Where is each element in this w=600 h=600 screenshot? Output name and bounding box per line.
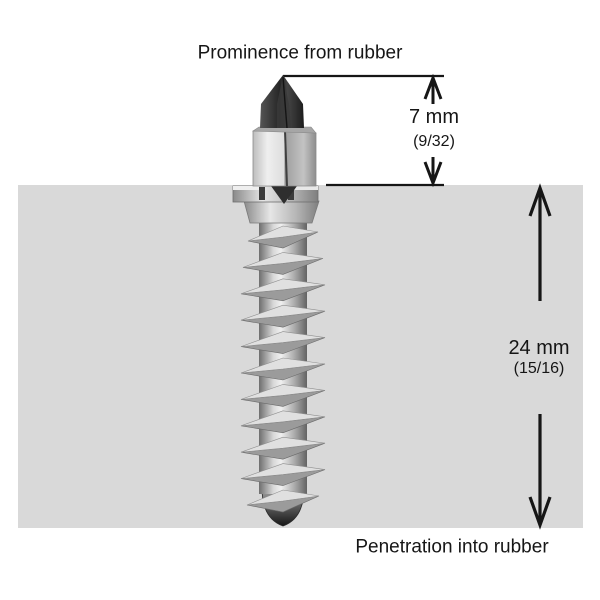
stud-flange-slot-left xyxy=(259,187,265,200)
penetration-imperial-value: (15/16) xyxy=(513,360,565,377)
stud-thread-ridge-top xyxy=(240,304,326,321)
stud-hex-body xyxy=(252,126,317,187)
stud-hex-edge xyxy=(284,130,288,187)
stud-collar xyxy=(243,200,320,224)
tire-stud xyxy=(232,75,326,527)
penetration-dimension xyxy=(528,183,552,530)
penetration-up-arrow-icon xyxy=(528,183,552,301)
prominence-dimension xyxy=(283,73,444,188)
stud-carbide-pin xyxy=(260,75,304,129)
penetration-down-arrow-icon xyxy=(528,414,552,530)
stud-hex-right-face xyxy=(284,130,317,187)
penetration-metric-value: 24 mm xyxy=(508,337,570,359)
stud-flange-notch xyxy=(271,186,297,204)
stud-right-wing-highlight xyxy=(293,186,318,190)
prominence-label: Prominence from rubber xyxy=(197,42,403,64)
stud-flange xyxy=(232,185,319,204)
stud-hex-top xyxy=(252,126,317,134)
stud-thread-ridge-top xyxy=(240,357,326,374)
penetration-label: Penetration into rubber xyxy=(355,536,549,558)
prominence-up-arrow-icon xyxy=(423,73,443,104)
stud-thread-ridge-top xyxy=(240,410,326,427)
stud-pin-facet xyxy=(277,75,291,128)
stud-thread-ridge-top xyxy=(240,436,326,453)
prominence-down-arrow-icon xyxy=(423,157,443,188)
stud-thread-ridge-top xyxy=(240,463,326,479)
stud-thread-ridge-top xyxy=(240,384,326,400)
stud-hex-left-face xyxy=(252,130,286,187)
stud-thread-ridge-top xyxy=(240,278,326,295)
stud-pin-ridge xyxy=(282,76,288,129)
stud-left-wing-highlight xyxy=(233,186,259,190)
stud-threads xyxy=(240,225,326,513)
stud-thread-ridge-top xyxy=(247,225,319,242)
stud-thread-ridge-top xyxy=(242,252,324,268)
stud-thread-ridge-top xyxy=(246,489,320,506)
prominence-metric-value: 7 mm xyxy=(409,106,459,128)
prominence-imperial-value: (9/32) xyxy=(413,133,455,150)
stud-thread-ridge-top xyxy=(240,331,326,347)
